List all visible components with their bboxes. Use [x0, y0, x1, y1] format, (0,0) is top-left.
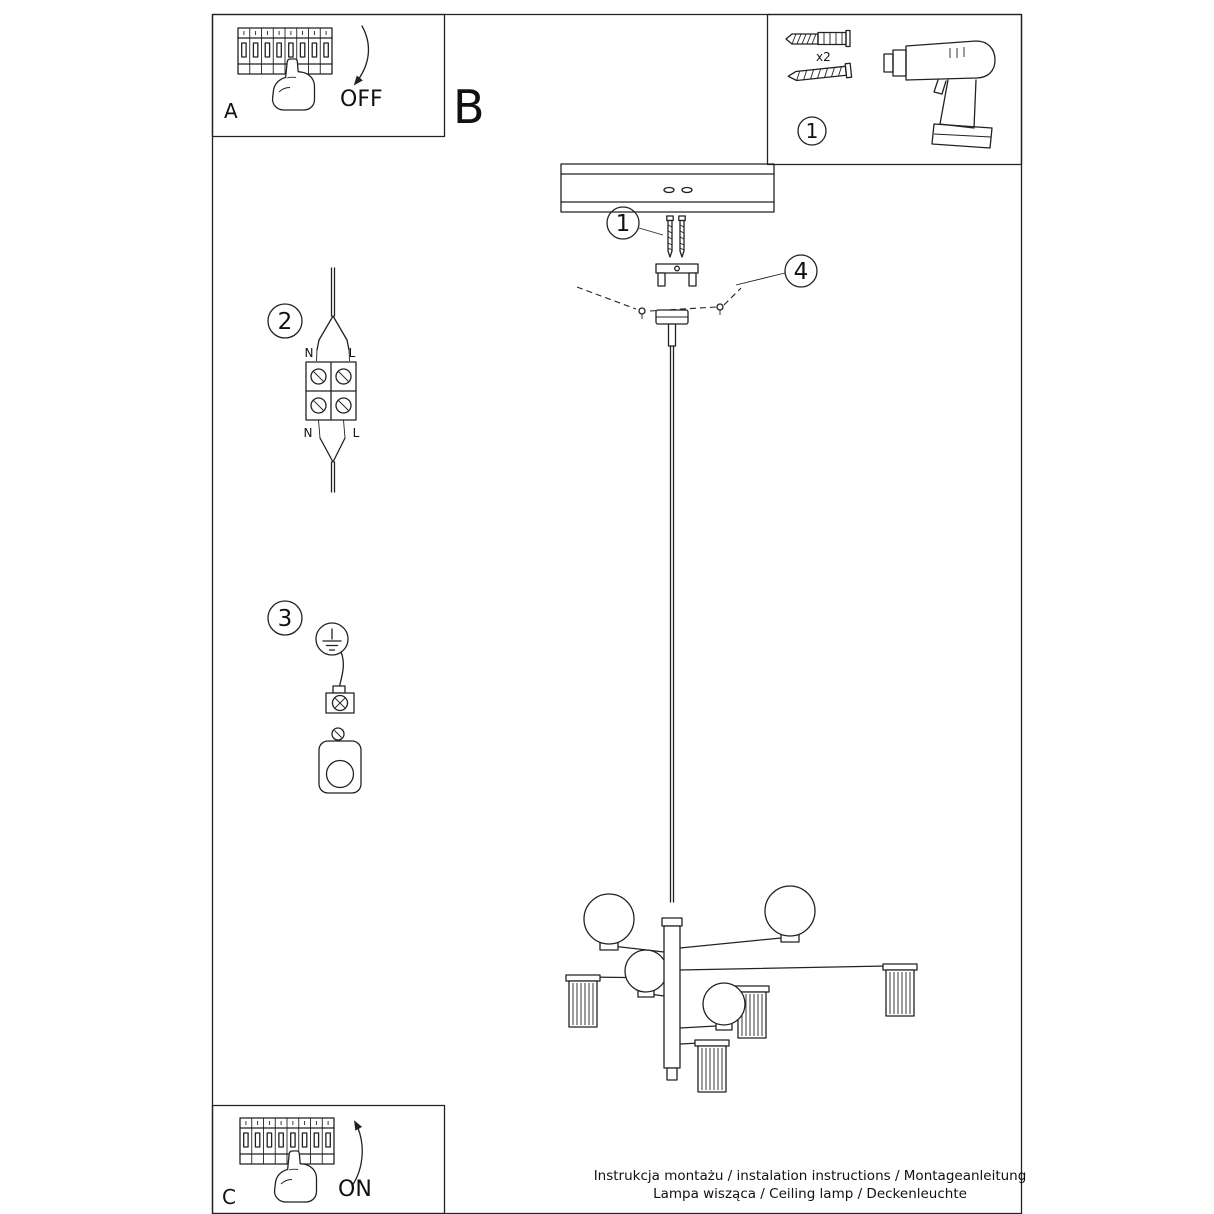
section-b-letter: B [453, 80, 485, 134]
power-on-label: ON [338, 1177, 372, 1202]
hardware-callout-circle [797, 116, 827, 146]
ceiling-bracket-drawing [560, 163, 775, 213]
chandelier-hub [661, 917, 683, 1081]
callout-1-circle [606, 206, 640, 240]
callout-4-leader [735, 272, 786, 286]
lamp-shade-bottom [694, 1039, 730, 1093]
arrow-up-icon [351, 1120, 363, 1187]
cross-bracket-drawing [655, 263, 699, 287]
mounting-screw-drawing [787, 62, 853, 82]
panel-a-letter: A [224, 99, 238, 123]
anchor-quantity-label: x2 [816, 50, 831, 64]
breaker-panel-drawing-a [237, 27, 333, 75]
panel-a-frame [211, 13, 446, 138]
arrow-down-icon [353, 25, 370, 86]
grounding-step-drawing [315, 622, 362, 794]
wire-label-n-top: N [305, 346, 314, 360]
bracket-screw-right [678, 215, 686, 258]
wire-label-l-bottom: L [353, 426, 360, 440]
glass-bulb-top-left [583, 893, 635, 951]
callout-1-leader [638, 227, 664, 236]
power-off-label: OFF [340, 87, 383, 112]
wire-label-l-top: L [349, 346, 356, 360]
suspension-rod [667, 323, 677, 903]
canopy-drawing [655, 309, 689, 325]
breaker-panel-drawing-c [239, 1117, 335, 1165]
glass-bulb-top-right [764, 885, 816, 943]
panel-c-letter: C [222, 1185, 236, 1209]
main-frame [211, 13, 1023, 1214]
drill-icon [883, 40, 996, 149]
bracket-screw-left [666, 215, 674, 258]
callout-4-circle [784, 254, 818, 288]
footer-line-1: Instrukcja montażu / instalation instruc… [594, 1168, 1027, 1184]
callout-4-number: 4 [794, 259, 809, 285]
footer-line-2: Lampa wisząca / Ceiling lamp / Deckenleu… [653, 1186, 967, 1202]
canopy-screw-left [638, 307, 646, 319]
glass-bulb-mid-right [702, 982, 746, 1031]
wiring-step-drawing [305, 267, 357, 493]
wall-anchor-drawing [785, 29, 851, 48]
chandelier-drawing [565, 885, 918, 1093]
callout-3-circle [267, 600, 303, 636]
lamp-shade-right [882, 963, 918, 1017]
lamp-shade-left [565, 974, 601, 1028]
wire-label-n-bottom: N [304, 426, 313, 440]
callout-2-circle [267, 303, 303, 339]
ground-symbol-icon [315, 622, 349, 656]
glass-bulb-mid-left [624, 949, 668, 998]
callout-1-number: 1 [616, 211, 631, 237]
callout-2-number: 2 [278, 309, 293, 335]
callout-3-number: 3 [278, 606, 293, 632]
hardware-panel-frame [766, 13, 1023, 166]
hardware-callout-number: 1 [806, 119, 819, 143]
canopy-screw-right [716, 303, 724, 315]
